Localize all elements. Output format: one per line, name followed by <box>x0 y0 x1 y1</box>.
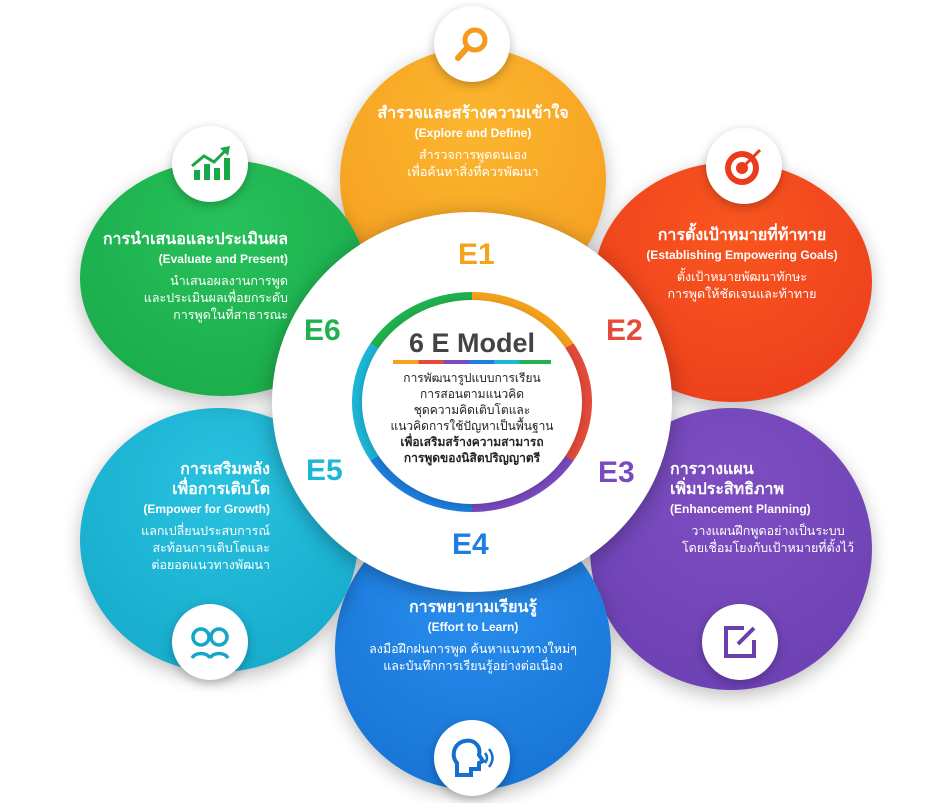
title-underline <box>393 360 551 364</box>
desc-line: โดยเชื่อมโยงกับเป้าหมายที่ตั้งไว้ <box>681 541 855 555</box>
stage-english: (Establishing Empowering Goals) <box>646 248 838 262</box>
stage-e2-text: การตั้งเป้าหมายที่ท้าทาย (Establishing E… <box>612 226 872 303</box>
desc-line: และบันทึกการเรียนรู้อย่างต่อเนื่อง <box>383 659 563 673</box>
model-title: 6 E Model <box>408 328 536 358</box>
stage-e5-text: การเสริมพลัง เพื่อการเติบโต (Empower for… <box>90 460 270 574</box>
desc-line: เพื่อค้นหาสิ่งที่ควรพัฒนา <box>407 165 539 179</box>
stage-title: การตั้งเป้าหมายที่ท้าทาย <box>657 227 827 244</box>
label-e4: E4 <box>452 528 489 561</box>
speaking-head-icon <box>434 720 510 796</box>
stage-title: การนำเสนอและประเมินผล <box>102 231 288 248</box>
stage-english: (Enhancement Planning) <box>670 502 811 516</box>
desc-line: การสอนตามแนวคิด <box>419 387 525 401</box>
desc-line: สะท้อนการเติบโตและ <box>152 541 270 555</box>
people-exchange-icon <box>172 604 248 680</box>
stage-title: สำรวจและสร้างความเข้าใจ <box>377 105 569 122</box>
desc-line: การพูดในที่สาธารณะ <box>173 308 288 322</box>
desc-line: สำรวจการพูดตนเอง <box>419 148 527 162</box>
center-hub: 6 E Model การพัฒนารูปแบบการเรียน การสอนต… <box>362 300 582 504</box>
desc-bold-line: เพื่อเสริมสร้างความสามารถ <box>400 435 544 449</box>
desc-line: แลกเปลี่ยนประสบการณ์ <box>141 524 270 538</box>
stage-english: (Empower for Growth) <box>143 502 270 516</box>
stage-english: (Evaluate and Present) <box>158 252 288 266</box>
desc-bold-line: การพูดของนิสิตปริญญาตรี <box>403 451 541 465</box>
stage-desc: ลงมือฝึกฝนการพูด ค้นหาแนวทางใหม่ๆและบันท… <box>335 641 611 675</box>
label-e6: E6 <box>304 314 341 347</box>
desc-line: วางแผนฝึกพูดอย่างเป็นระบบ <box>691 524 845 538</box>
stage-title-2: เพื่อการเติบโต <box>172 481 270 498</box>
stage-english: (Explore and Define) <box>414 126 532 140</box>
stage-e1-text: สำรวจและสร้างความเข้าใจ (Explore and Def… <box>345 104 601 181</box>
stage-desc: ตั้งเป้าหมายพัฒนาทักษะการพูดให้ชัดเจนและ… <box>612 269 872 303</box>
desc-line: นำเสนอผลงานการพูด <box>170 274 288 288</box>
stage-title: การพยายามเรียนรู้ <box>408 599 538 616</box>
desc-line: ลงมือฝึกฝนการพูด ค้นหาแนวทางใหม่ๆ <box>369 642 577 656</box>
stage-e4-text: การพยายามเรียนรู้ (Effort to Learn) ลงมื… <box>335 598 611 675</box>
target-icon <box>706 128 782 204</box>
stage-desc: นำเสนอผลงานการพูดและประเมินผลเพื่อยกระดั… <box>78 273 288 324</box>
desc-line: ต่อยอดแนวทางพัฒนา <box>151 558 270 572</box>
center-description: การพัฒนารูปแบบการเรียน การสอนตามแนวคิด ช… <box>362 370 582 466</box>
desc-line: การพัฒนารูปแบบการเรียน <box>403 371 541 385</box>
growth-chart-icon <box>172 126 248 202</box>
stage-desc: สำรวจการพูดตนเองเพื่อค้นหาสิ่งที่ควรพัฒน… <box>345 147 601 181</box>
desc-line: แนวคิดการใช้ปัญหาเป็นพื้นฐาน <box>390 419 554 433</box>
label-e5: E5 <box>306 454 343 487</box>
stage-desc: แลกเปลี่ยนประสบการณ์สะท้อนการเติบโตและต่… <box>90 523 270 574</box>
stage-english: (Effort to Learn) <box>427 620 519 634</box>
magnifier-icon <box>434 6 510 82</box>
stage-title-2: เพิ่มประสิทธิภาพ <box>670 481 785 498</box>
edit-icon <box>702 604 778 680</box>
stage-title: การเสริมพลัง <box>180 461 270 478</box>
label-e2: E2 <box>606 314 643 347</box>
label-e3: E3 <box>598 456 635 489</box>
desc-line: ตั้งเป้าหมายพัฒนาทักษะ <box>676 270 808 284</box>
stage-desc: วางแผนฝึกพูดอย่างเป็นระบบโดยเชื่อมโยงกับ… <box>666 523 870 557</box>
stage-title: การวางแผน <box>670 461 754 478</box>
label-e1: E1 <box>458 238 495 271</box>
desc-line: และประเมินผลเพื่อยกระดับ <box>143 291 288 305</box>
stage-e3-text: การวางแผน เพิ่มประสิทธิภาพ (Enhancement … <box>670 460 870 557</box>
desc-line: การพูดให้ชัดเจนและท้าทาย <box>667 287 817 301</box>
stage-e6-text: การนำเสนอและประเมินผล (Evaluate and Pres… <box>78 230 288 324</box>
desc-line: ชุดความคิดเติบโตและ <box>413 403 531 417</box>
